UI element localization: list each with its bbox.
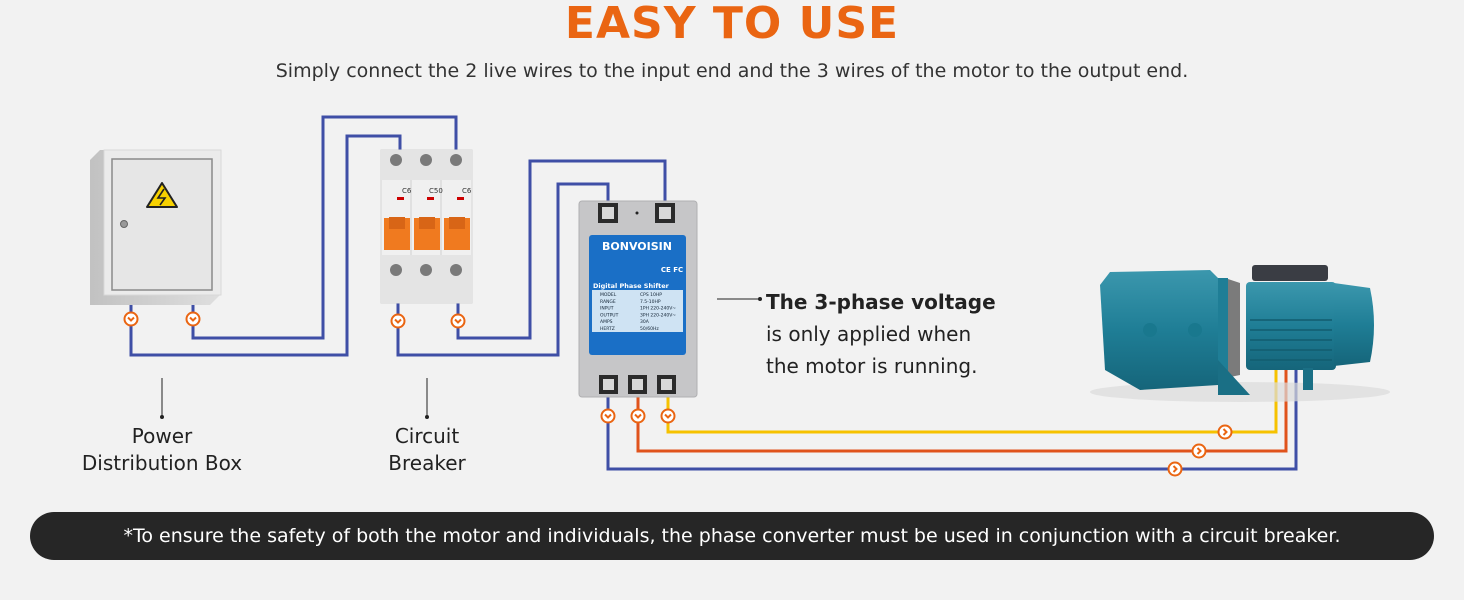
pointer-dot xyxy=(758,297,762,301)
label-line: Distribution Box xyxy=(81,451,243,475)
breaker-pole-3-rating: C6 xyxy=(462,187,472,195)
label-power-distribution-box: Power Distribution Box xyxy=(62,423,262,477)
power-distribution-box xyxy=(90,149,222,305)
wire-breaker-left xyxy=(396,182,610,357)
chevron-down-icon xyxy=(390,313,406,329)
spec-key: INPUT xyxy=(600,306,614,312)
chevron-down-icon xyxy=(630,408,646,424)
spec-value: 1PH 220-240V~ xyxy=(640,306,676,312)
page-subtitle: Simply connect the 2 live wires to the i… xyxy=(275,60,1189,82)
chevron-down-icon xyxy=(660,408,676,424)
cert-marks: CE FC xyxy=(661,266,683,274)
high-voltage-warning-icon xyxy=(146,182,178,208)
wire-box-left xyxy=(129,134,402,357)
lock-icon xyxy=(120,220,128,228)
label-line: Circuit xyxy=(394,424,460,448)
label-line: Breaker xyxy=(388,451,466,475)
wire-output-blue xyxy=(606,370,1298,471)
spec-value: 7.5-10HP xyxy=(640,299,661,305)
spec-value: CPS 10HP xyxy=(640,292,662,298)
note-line: the motor is running. xyxy=(766,354,978,378)
breaker-pole-1-rating: C6 xyxy=(402,187,412,195)
pointer-dot xyxy=(425,415,429,419)
note-line-bold: The 3-phase voltage xyxy=(766,290,996,314)
chevron-down-icon xyxy=(185,311,201,327)
spec-key: AMPS xyxy=(600,319,613,325)
chevron-right-icon xyxy=(1217,424,1233,440)
water-pump-motor xyxy=(1090,265,1390,402)
chevron-right-icon xyxy=(1191,443,1207,459)
panel-title: Digital Phase Shifter xyxy=(593,282,670,290)
chevron-right-icon xyxy=(1167,461,1183,477)
spec-value: 3PH 220-240V~ xyxy=(640,312,676,318)
pointer-dot xyxy=(160,415,164,419)
spec-value: 50/60Hz xyxy=(640,326,659,332)
spec-table: MODEL CPS 10HP RANGE 7.5-10HP INPUT 1PH 220-2… xyxy=(600,292,676,332)
flow-markers xyxy=(123,311,1233,477)
label-circuit-breaker: Circuit Breaker xyxy=(357,423,497,477)
wire-breaker-right xyxy=(456,159,667,340)
note-line: is only applied when xyxy=(766,322,972,346)
chevron-down-icon xyxy=(450,313,466,329)
phase-shifter-device: BONVOISIN CE FC Digital Phase Shifter MO… xyxy=(578,200,698,398)
brand-label: BONVOISIN xyxy=(602,240,672,253)
safety-footer-banner: *To ensure the safety of both the motor … xyxy=(30,512,1434,560)
voltage-note: The 3-phase voltage is only applied when… xyxy=(766,286,996,382)
page-title: EASY TO USE xyxy=(564,0,900,49)
spec-key: HERTZ xyxy=(600,326,615,332)
spec-key: OUTPUT xyxy=(600,312,619,318)
spec-value: 30A xyxy=(640,319,650,325)
spec-key: RANGE xyxy=(600,299,616,305)
label-line: Power xyxy=(131,424,193,448)
chevron-down-icon xyxy=(600,408,616,424)
chevron-down-icon xyxy=(123,311,139,327)
wire-box-right xyxy=(191,115,458,340)
circuit-breaker-device: C6 C50 C6 xyxy=(380,149,473,304)
spec-key: MODEL xyxy=(600,292,617,298)
breaker-pole-2-rating: C50 xyxy=(429,187,443,195)
input-wires xyxy=(129,115,667,357)
